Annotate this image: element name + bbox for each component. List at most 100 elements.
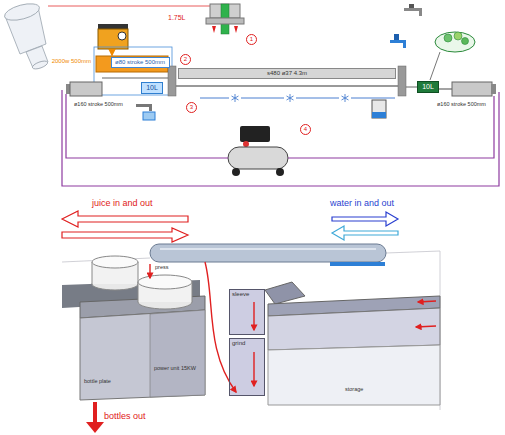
left-cylinder [66,78,168,96]
conveyor [268,345,440,405]
air-compressor [228,126,288,176]
callout-number: 4 [300,124,311,135]
callout-number: 2 [180,54,191,65]
flow-label: water in and out [330,199,394,209]
flow-arrow [332,212,398,226]
end-plate [398,66,406,96]
air-compressor [232,168,240,176]
hydraulic-pump [98,24,128,55]
air-line [62,90,499,186]
station-fill [229,289,265,335]
room-outline [62,251,440,410]
cooling-line [232,96,239,100]
spec-label: ø160 stroke 500mm [437,101,486,107]
air-line [288,96,494,158]
chiller-unit [372,112,386,118]
leader-line [48,6,212,7]
chiller-unit [372,100,386,118]
station-fill [229,289,265,396]
chiller-unit [372,100,386,118]
volume-label: 1.75L [168,14,186,22]
press-machine [92,256,138,268]
air-compressor [276,168,284,176]
flow-arrow [62,211,398,242]
filling-nozzle [234,26,238,33]
cooling-line [200,93,395,103]
water-supply [430,52,440,80]
air-compressor [240,126,270,142]
left-cylinder [102,77,168,78]
bottles-out-arrow [93,402,97,424]
press-machine [192,282,193,302]
air-line [66,94,228,158]
process-arrow [253,352,254,386]
conveyor [265,282,305,304]
hydraulic-pump [98,29,128,49]
right-cylinder [452,82,492,96]
air-compressor [228,147,288,169]
flow-arrow [62,211,188,227]
process-arrow [418,301,436,302]
flow-arrow [332,226,398,240]
spec-label: 2000w 500mm [52,58,91,65]
spec-label: ø160 stroke 500mm [74,101,123,107]
right-cylinder [406,82,496,96]
leader-line [48,6,212,7]
cylinder-housing [94,47,172,95]
drain-faucet [149,104,152,111]
conveyor [265,282,440,405]
station-fill [229,338,265,396]
cooling-line [229,93,241,103]
water-supply [435,32,475,52]
water-supply [390,4,475,80]
cooling-line [284,93,296,103]
cooling-line [229,93,351,103]
cooling-line [342,96,349,100]
hydraulic-pump [98,24,128,29]
press-machine [138,275,192,289]
air-line [62,90,499,186]
nozzle-icon [31,59,48,70]
process-arrow [416,326,436,327]
process-arrow [150,262,436,392]
press-machine [62,256,205,400]
press-machine [150,310,205,397]
node-text: s480 ø37 4.3m [267,70,307,77]
water-supply [444,34,452,42]
water-supply [462,38,469,45]
tank-box: 10L [417,81,439,93]
cooling-line [339,93,351,103]
part-label: bottle plate [84,378,111,384]
press-machine [138,282,139,302]
press-pipe [160,248,376,250]
water-supply [409,4,414,8]
press-pipe [330,262,385,266]
cooling-line [287,96,294,100]
node-text: ø80 stroke 500mm [115,59,165,66]
cooling-line [232,96,239,100]
conveyor [268,308,440,350]
process-arrow [205,262,236,392]
press-machine [80,310,205,400]
end-plate [168,66,176,96]
flow-label: juice in and out [92,199,153,209]
nozzle-icon [3,1,49,71]
flow-label: bottles out [104,412,146,422]
station-box: sleeve [229,289,265,335]
end-plate [176,85,398,87]
nozzle-icon [3,1,41,24]
end-plate [168,66,406,96]
air-compressor [243,141,249,147]
part-label: power unit 15KW [154,365,196,371]
bottles-out-arrow [86,422,104,433]
press-pipe [150,244,386,262]
filling-nozzle [206,18,244,24]
room-outline [62,251,440,410]
water-supply [394,34,399,40]
bottles-out-arrow [86,402,104,433]
pipe-bar: s480 ø37 4.3m [178,68,396,79]
tank-box: 10L [141,82,163,94]
hydraulic-pump [111,49,113,55]
